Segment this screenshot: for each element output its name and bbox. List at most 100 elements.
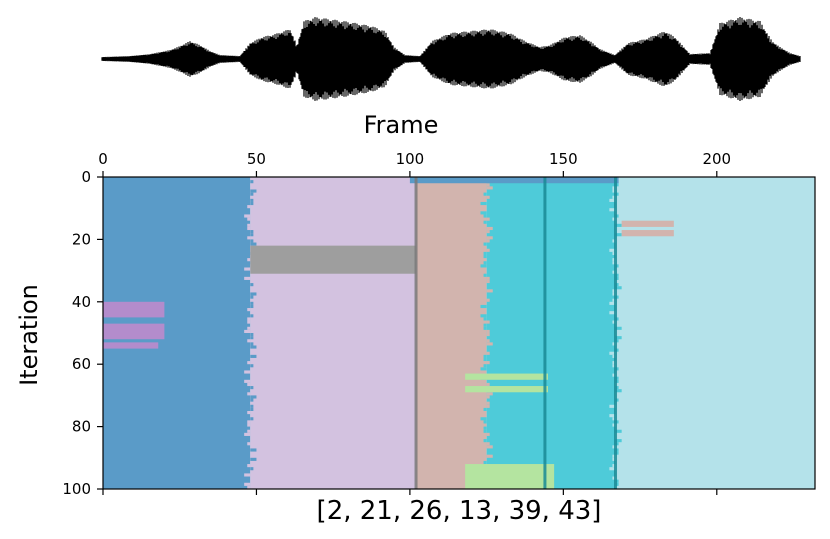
edge-jitter — [486, 432, 490, 436]
edge-jitter — [486, 342, 493, 346]
edge-jitter — [612, 270, 616, 274]
edge-jitter — [612, 476, 616, 480]
edge-jitter — [250, 345, 257, 349]
edge-jitter — [247, 258, 251, 262]
edge-jitter — [612, 320, 616, 324]
edge-jitter — [483, 261, 487, 265]
edge-jitter — [247, 317, 251, 321]
edge-jitter — [250, 417, 254, 421]
edge-jitter — [612, 457, 616, 461]
edge-jitter — [609, 414, 616, 418]
edge-jitter — [247, 226, 251, 231]
edge-jitter — [615, 326, 622, 330]
edge-jitter — [615, 386, 619, 390]
edge-jitter — [247, 361, 251, 365]
edge-jitter — [609, 208, 616, 212]
segment-4 — [486, 177, 616, 489]
edge-jitter — [483, 220, 487, 224]
x-tick-label: 150 — [549, 150, 578, 168]
edge-jitter — [612, 423, 616, 427]
edge-jitter — [483, 273, 487, 277]
edge-jitter — [247, 320, 251, 324]
edge-jitter — [250, 395, 257, 399]
edge-jitter — [247, 442, 251, 446]
edge-jitter — [250, 354, 257, 358]
edge-jitter — [486, 445, 493, 449]
edge-jitter — [486, 230, 490, 234]
edge-jitter — [250, 333, 254, 337]
edge-jitter — [609, 467, 616, 471]
edge-jitter — [247, 411, 251, 415]
edge-jitter — [483, 426, 487, 430]
y-tick-label: 20 — [72, 230, 91, 248]
edge-jitter — [480, 211, 487, 215]
edge-jitter — [250, 292, 257, 296]
edge-jitter — [250, 239, 254, 243]
audio-waveform — [101, 17, 801, 101]
edge-jitter — [615, 223, 622, 227]
edge-jitter — [250, 304, 254, 309]
edge-jitter — [250, 242, 257, 246]
edge-jitter — [250, 364, 254, 368]
edge-jitter — [615, 348, 619, 352]
edge-jitter — [480, 264, 487, 268]
edge-jitter — [615, 264, 619, 268]
overlay-2 — [250, 245, 417, 274]
edge-jitter — [486, 276, 490, 280]
edge-jitter — [612, 298, 616, 302]
edge-jitter — [483, 429, 487, 433]
edge-jitter — [615, 367, 619, 371]
edge-jitter — [486, 236, 493, 240]
edge-jitter — [483, 317, 487, 321]
edge-jitter — [615, 482, 619, 486]
edge-jitter — [244, 482, 251, 486]
edge-jitter — [250, 467, 254, 471]
edge-jitter — [250, 404, 254, 408]
edge-jitter — [615, 317, 619, 321]
edge-jitter — [483, 251, 487, 255]
edge-jitter — [486, 329, 490, 333]
edge-jitter — [247, 217, 251, 221]
edge-jitter — [615, 451, 619, 455]
edge-jitter — [247, 308, 251, 312]
edge-jitter — [612, 261, 616, 265]
edge-jitter — [247, 326, 251, 330]
edge-jitter — [483, 255, 487, 259]
edge-jitter — [250, 180, 254, 184]
edge-jitter — [486, 442, 490, 446]
edge-jitter — [486, 183, 490, 187]
overlay-1 — [409, 177, 619, 184]
edge-jitter — [612, 354, 616, 358]
edge-jitter — [615, 429, 622, 433]
x-tick-label: 200 — [702, 150, 731, 168]
edge-jitter — [615, 233, 622, 237]
edge-jitter — [486, 361, 490, 365]
y-axis-title: Iteration — [15, 284, 43, 386]
overlay-7 — [465, 386, 548, 393]
edge-jitter — [486, 279, 490, 284]
edge-jitter — [247, 223, 251, 227]
edge-jitter — [609, 351, 616, 355]
edge-jitter — [483, 323, 487, 327]
edge-jitter — [486, 339, 490, 343]
x-axis-title: Frame — [364, 111, 439, 139]
edge-jitter — [244, 267, 251, 271]
edge-jitter — [609, 198, 616, 202]
x-tick-label: 50 — [247, 150, 266, 168]
edge-jitter — [486, 392, 493, 396]
edge-jitter — [244, 214, 251, 218]
edge-jitter — [247, 423, 251, 427]
edge-jitter — [615, 183, 619, 187]
edge-jitter — [250, 301, 254, 305]
edge-jitter — [250, 457, 257, 461]
segment-2 — [250, 177, 417, 489]
edge-jitter — [609, 404, 616, 408]
edge-jitter — [612, 361, 616, 365]
edge-jitter — [250, 314, 254, 318]
edge-jitter — [483, 439, 487, 443]
edge-jitter — [486, 186, 493, 190]
edge-jitter — [247, 420, 251, 424]
y-tick-label: 80 — [72, 418, 91, 436]
edge-jitter — [250, 189, 257, 193]
